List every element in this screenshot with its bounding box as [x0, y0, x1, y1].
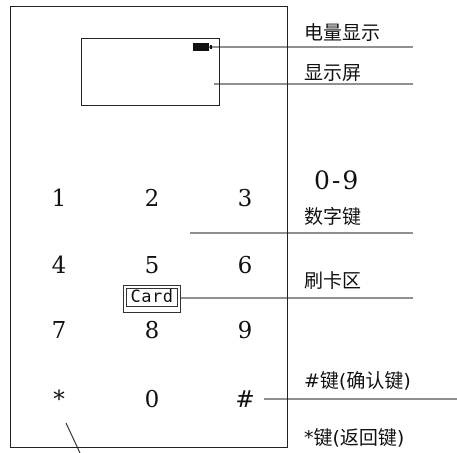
label-digit-keys: 数字键 — [304, 206, 362, 228]
label-battery-display: 电量显示 — [304, 22, 381, 44]
key-8[interactable]: 8 — [144, 318, 160, 344]
key-7[interactable]: 7 — [51, 318, 67, 344]
card-label: Card — [126, 288, 178, 307]
key-9[interactable]: 9 — [237, 318, 253, 344]
key-0[interactable]: 0 — [144, 387, 160, 413]
leader-line-star — [65, 422, 81, 453]
key-hash[interactable]: # — [235, 387, 255, 413]
key-star[interactable]: * — [53, 387, 65, 413]
display-screen — [81, 38, 220, 106]
key-5[interactable]: 5 — [144, 253, 160, 279]
key-3[interactable]: 3 — [237, 186, 253, 212]
label-display-screen: 显示屏 — [304, 62, 362, 84]
key-6[interactable]: 6 — [237, 253, 253, 279]
device-panel — [10, 6, 288, 448]
label-star-key: *键(返回键) — [304, 427, 405, 449]
label-hash-key: #键(确认键) — [304, 370, 411, 392]
key-1[interactable]: 1 — [51, 186, 67, 212]
battery-icon — [193, 43, 212, 51]
label-digit-range: 0-9 — [314, 166, 361, 195]
label-card-area: 刷卡区 — [304, 270, 362, 292]
key-4[interactable]: 4 — [51, 253, 67, 279]
card-reader-area[interactable]: Card — [123, 285, 181, 313]
key-2[interactable]: 2 — [144, 186, 160, 212]
